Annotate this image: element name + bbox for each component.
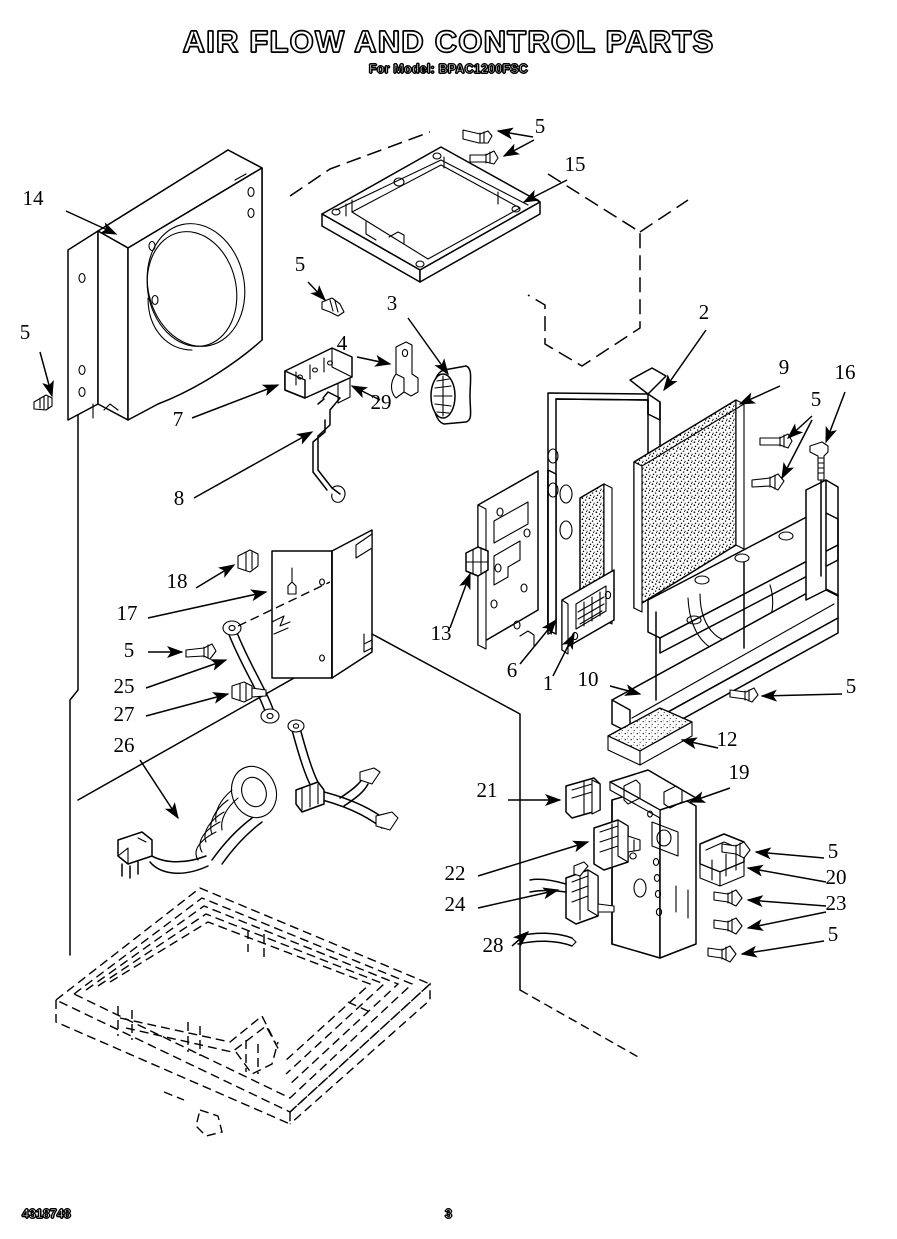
part-14-fan-shroud (67, 149, 263, 421)
hardware-screw (33, 394, 53, 411)
part-24-thermostat (529, 861, 615, 925)
callout-number-screw: 5 (535, 114, 546, 138)
callout-number-cabinet-frame: 2 (699, 300, 710, 324)
callout-number-capacitor: 3 (387, 291, 398, 315)
callout-number-screw: 5 (124, 638, 135, 662)
callout-number-power-cord: 26 (114, 733, 135, 757)
part-2-cabinet-frame (477, 367, 839, 749)
callout-number-terminal-block: 7 (173, 407, 184, 431)
callout-number-thermostat: 24 (445, 892, 467, 916)
part-17-control-mount-panel (271, 529, 373, 679)
part-7-terminal-block (284, 347, 353, 399)
callout-number-screw: 5 (828, 839, 839, 863)
callout-number-base-rail: 10 (578, 667, 599, 691)
phantom-cabinet-outline (289, 131, 689, 367)
title-block: AIR FLOW AND CONTROL PARTS For Model: BP… (0, 24, 897, 76)
reference-phantom-left (69, 399, 79, 956)
callout-number-air-filter: 9 (779, 355, 790, 379)
hardware-screw (185, 643, 217, 660)
callout-number-screw: 5 (20, 320, 31, 344)
callout-number-clip: 29 (371, 390, 392, 414)
hardware-screw (713, 917, 743, 935)
part-12-foam-pad (607, 707, 693, 766)
callout-number-screw: 23 (826, 891, 847, 915)
part-16-stud (809, 441, 829, 577)
callout-number-screw: 5 (828, 922, 839, 946)
callout-number-ground-screw: 27 (114, 702, 135, 726)
callout-number-rotary-switch: 22 (445, 861, 466, 885)
publication-number: 4318748 (22, 1207, 72, 1222)
part-20-selector-switch (699, 833, 745, 887)
part-9-air-filter (633, 399, 745, 613)
hardware-screw (713, 889, 743, 907)
page-title: AIR FLOW AND CONTROL PARTS (182, 24, 715, 59)
model-subtitle: For Model: BPAC1200FSC (368, 62, 529, 76)
callout-leaders (39, 127, 846, 958)
hardware-screw (751, 433, 793, 491)
callout-number-screw: 5 (811, 387, 822, 411)
hardware-screw (707, 945, 737, 963)
callout-number-bushing: 13 (431, 621, 452, 645)
part-13-bushing (465, 546, 489, 577)
callout-number-grommet: 18 (167, 569, 188, 593)
callout-number-fan-shroud: 14 (23, 186, 45, 210)
part-3-capacitor (430, 365, 472, 425)
callout-number-knob: 21 (477, 778, 498, 802)
callout-number-capillary-tube: 28 (483, 933, 504, 957)
callout-number-stud: 16 (835, 360, 856, 384)
base-pan-reference (54, 887, 432, 1137)
part-21-knob (565, 777, 601, 819)
callout-number-linkage-rod: 8 (174, 486, 185, 510)
phantom-floor-reference (77, 633, 641, 1059)
callout-number-top-bracket: 15 (565, 152, 586, 176)
callout-number-louver-panel: 6 (507, 658, 518, 682)
callout-number-screw: 5 (846, 674, 857, 698)
part-15-top-bracket (321, 146, 541, 283)
part-27-ground-screw (231, 681, 267, 703)
part-25-ground-strap (222, 581, 331, 724)
callout-number-selector-switch: 20 (826, 865, 847, 889)
part-8-linkage-rod (312, 391, 346, 503)
callout-number-control-mount-panel: 17 (117, 601, 138, 625)
callout-number-vent-door: 1 (543, 671, 554, 695)
callout-number-ground-strap: 25 (114, 674, 135, 698)
part-4-bracket (390, 341, 419, 399)
callout-number-foam-pad: 12 (717, 727, 738, 751)
sheet-footer: 4318748 3 (0, 1195, 897, 1239)
hardware-screw (462, 129, 499, 165)
part-28-capillary-tube (517, 932, 577, 947)
part-26-power-cord (117, 719, 399, 879)
hardware-screw (729, 687, 759, 703)
page-number: 3 (445, 1207, 453, 1222)
part-18-grommet (237, 549, 259, 573)
hardware-screw (321, 297, 345, 317)
callout-number-control-bracket: 19 (729, 760, 750, 784)
part-22-rotary-switch (593, 819, 641, 871)
hardware-screw (721, 841, 751, 859)
callout-number-bracket: 4 (337, 331, 348, 355)
callout-number-screw: 5 (295, 252, 306, 276)
